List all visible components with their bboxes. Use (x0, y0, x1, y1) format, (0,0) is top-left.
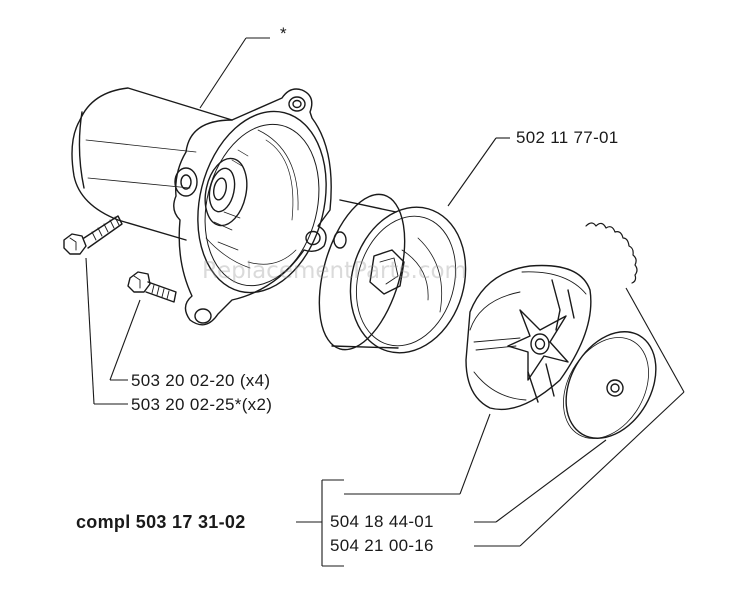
screw-short (127, 271, 177, 303)
spring (585, 222, 638, 284)
label-clutch-part: 504 18 44-01 (330, 512, 434, 531)
washer (563, 331, 657, 439)
label-drum-part: 502 11 77-01 (516, 128, 619, 147)
leader-lines (85, 37, 685, 567)
screw-long (63, 215, 123, 255)
label-screw-long: 503 20 02-25*(x2) (131, 395, 273, 414)
label-asterisk: * (280, 24, 287, 43)
label-spring-part: 504 21 00-16 (330, 536, 434, 555)
label-assembly: compl 503 17 31-02 (76, 512, 246, 532)
clutch-shoes (465, 264, 592, 411)
label-screw-short: 503 20 02-20 (x4) (131, 371, 271, 390)
watermark: ReplacementParts.com (202, 258, 467, 284)
clutch-drum (318, 193, 467, 354)
clutch-housing (71, 87, 332, 326)
